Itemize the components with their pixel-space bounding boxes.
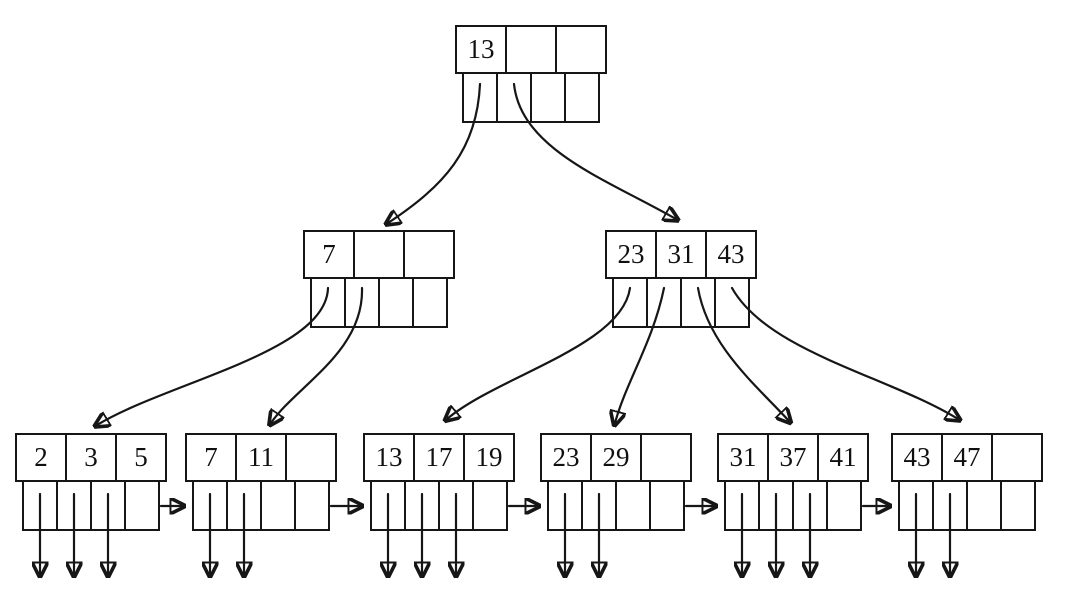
pointer-row [462,74,600,123]
pointer-cell [1002,482,1036,531]
key-row: 13 17 19 [363,433,515,482]
key-cell: 41 [819,433,869,482]
key-cell: 37 [769,433,819,482]
key-cell [557,25,607,74]
pointer-row [724,482,862,531]
key-cell: 19 [465,433,515,482]
key-cell: 31 [717,433,769,482]
key-cell: 31 [657,230,707,279]
pointer-cell [310,279,346,328]
key-cell [405,230,455,279]
key-cell: 13 [363,433,415,482]
pointer-cell [370,482,406,531]
pointer-cell [547,482,583,531]
pointer-row [547,482,685,531]
pointer-cell [228,482,262,531]
pointer-cell [462,74,498,123]
pointer-cell [126,482,160,531]
key-cell: 29 [592,433,642,482]
key-row: 7 [303,230,455,279]
key-row: 7 11 [185,433,337,482]
btree-node-internal-right: 23 31 43 [605,230,757,328]
key-cell [642,433,692,482]
edge-internal-left-to-leaf-0 [97,286,330,425]
pointer-cell [716,279,750,328]
key-row: 2 3 5 [15,433,167,482]
key-cell: 13 [455,25,507,74]
pointer-cell [498,74,532,123]
key-cell: 5 [117,433,167,482]
pointer-cell [968,482,1002,531]
key-cell: 2 [15,433,67,482]
pointer-cell [760,482,794,531]
pointer-cell [262,482,296,531]
btree-leaf-2: 13 17 19 [363,433,515,531]
pointer-row [310,279,448,328]
key-cell: 7 [303,230,355,279]
pointer-cell [92,482,126,531]
edge-internal-right-to-leaf-5 [730,286,958,419]
pointer-cell [296,482,330,531]
btree-leaf-5: 43 47 [891,433,1043,531]
pointer-cell [406,482,440,531]
pointer-row [192,482,330,531]
pointer-cell [828,482,862,531]
key-cell: 7 [185,433,237,482]
pointer-cell [566,74,600,123]
pointer-cell [898,482,934,531]
pointer-cell [22,482,58,531]
key-cell: 3 [67,433,117,482]
btree-node-internal-left: 7 [303,230,455,328]
pointer-cell [651,482,685,531]
pointer-cell [934,482,968,531]
pointer-cell [346,279,380,328]
key-cell [355,230,405,279]
pointer-cell [583,482,617,531]
pointer-cell [682,279,716,328]
key-cell: 43 [891,433,943,482]
key-row: 23 31 43 [605,230,757,279]
pointer-row [22,482,160,531]
pointer-cell [192,482,228,531]
btree-leaf-1: 7 11 [185,433,337,531]
pointer-cell [617,482,651,531]
pointer-cell [474,482,508,531]
pointer-row [898,482,1036,531]
btree-leaf-0: 2 3 5 [15,433,167,531]
pointer-cell [794,482,828,531]
pointer-cell [58,482,92,531]
btree-leaf-3: 23 29 [540,433,692,531]
pointer-row [370,482,508,531]
key-row: 13 [455,25,607,74]
key-cell: 23 [605,230,657,279]
pointer-cell [414,279,448,328]
pointer-cell [440,482,474,531]
key-cell: 11 [237,433,287,482]
key-cell: 43 [707,230,757,279]
btree-leaf-4: 31 37 41 [717,433,869,531]
key-cell: 23 [540,433,592,482]
key-row: 43 47 [891,433,1043,482]
key-cell: 47 [943,433,993,482]
key-cell [287,433,337,482]
pointer-cell [724,482,760,531]
pointer-cell [648,279,682,328]
pointer-cell [532,74,566,123]
key-cell [507,25,557,74]
edge-internal-right-to-leaf-2 [447,286,632,419]
key-cell [993,433,1043,482]
pointer-row [612,279,750,328]
pointer-cell [612,279,648,328]
key-cell: 17 [415,433,465,482]
pointer-cell [380,279,414,328]
btree-node-root: 13 [455,25,607,123]
key-row: 31 37 41 [717,433,869,482]
key-row: 23 29 [540,433,692,482]
